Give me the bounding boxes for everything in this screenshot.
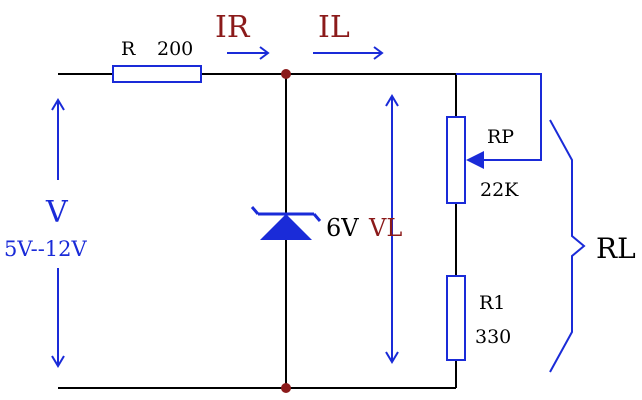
zener-diode-icon (250, 206, 322, 240)
current-ir-label: IR (215, 10, 251, 45)
pot-name-label: RP (487, 126, 514, 148)
arrow-icon-il (313, 46, 384, 60)
potentiometer-rp (446, 116, 466, 204)
resistor-r (112, 65, 202, 83)
arrow-icon-v (51, 98, 65, 368)
arrow-icon-ir (227, 46, 270, 60)
load-voltage-label: VL (368, 214, 402, 242)
rl-brace (549, 119, 586, 373)
junction-dot-icon (281, 69, 291, 79)
zener-voltage-label: 6V (326, 214, 359, 242)
junction-dot-icon (281, 383, 291, 393)
voltage-v-label: V (45, 195, 69, 230)
r1-name-label: R1 (479, 292, 505, 314)
resistor-r-label: R (121, 38, 136, 60)
pot-wiper-wire (456, 73, 542, 161)
wires (58, 73, 457, 389)
arrow-icon-vl (385, 94, 399, 364)
load-name-label: RL (596, 232, 636, 265)
voltage-range-label: 5V--12V (4, 237, 88, 261)
r1-value-label: 330 (475, 326, 511, 348)
pot-value-label: 22K (480, 179, 519, 201)
resistor-r1 (446, 275, 466, 361)
resistor-r-value: 200 (157, 38, 193, 60)
current-il-label: IL (318, 10, 350, 45)
pot-wiper-arrow-icon (466, 151, 484, 169)
